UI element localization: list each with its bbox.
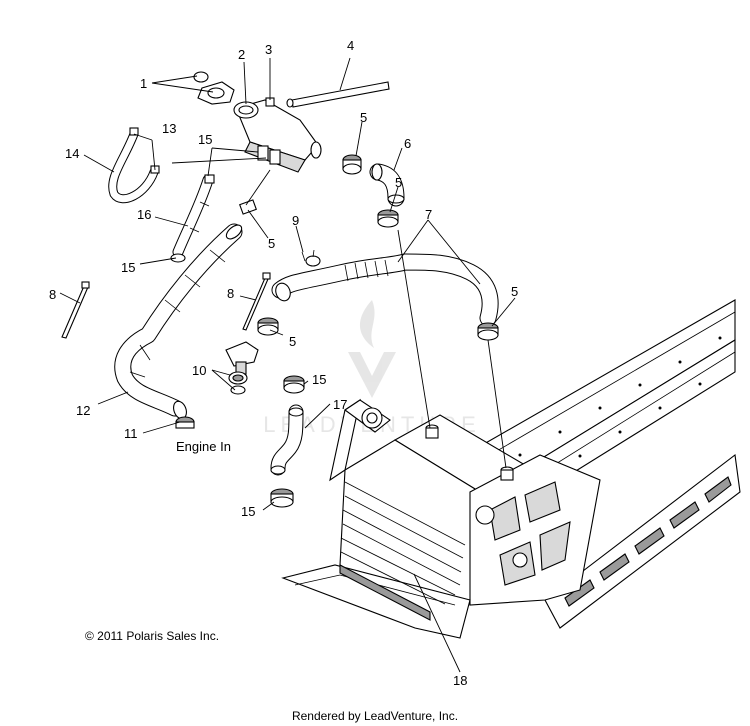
- thermostat-cover: [197, 81, 235, 105]
- clamp-5b: [377, 209, 399, 228]
- rendered-by-text: Rendered by LeadVenture, Inc.: [292, 709, 458, 723]
- callout-5-a: 5: [360, 110, 367, 125]
- tie-strap-a: [61, 281, 90, 339]
- upper-hose-assembly: [271, 253, 499, 327]
- radiator-fins: [340, 481, 466, 605]
- clamp-9: [301, 249, 321, 267]
- callout-8-a: 8: [49, 287, 56, 302]
- o-ring: [193, 71, 209, 83]
- clamp-15d: [270, 488, 294, 508]
- clamp-11: [175, 416, 195, 429]
- temp-sensor-fitting: [225, 341, 259, 395]
- callout-16: 16: [137, 207, 151, 222]
- callout-5-d: 5: [511, 284, 518, 299]
- callout-4: 4: [347, 38, 354, 53]
- callout-13: 13: [162, 121, 176, 136]
- callout-5-b: 5: [395, 175, 402, 190]
- engine-in-label: Engine In: [176, 439, 231, 454]
- callout-15-a: 15: [198, 132, 212, 147]
- leader-lines: [59, 57, 516, 673]
- callout-14: 14: [65, 146, 79, 161]
- clamp-5a: [342, 154, 362, 175]
- rail-slots: [564, 476, 732, 607]
- bleed-tube: [286, 81, 390, 108]
- bent-hose: [108, 127, 160, 204]
- callout-5-e: 5: [289, 334, 296, 349]
- engine-in-hose: [114, 223, 243, 420]
- callout-6: 6: [404, 136, 411, 151]
- frame-cutouts: [475, 481, 571, 586]
- s-hose: [270, 404, 304, 476]
- callout-2: 2: [238, 47, 245, 62]
- clamp-15c: [283, 375, 305, 394]
- callout-3: 3: [265, 42, 272, 57]
- callout-7: 7: [425, 207, 432, 222]
- callout-1: 1: [140, 76, 147, 91]
- copyright-text: © 2011 Polaris Sales Inc.: [85, 629, 219, 643]
- clamp-15b: [170, 253, 186, 263]
- callout-18: 18: [453, 673, 467, 688]
- callout-11: 11: [124, 426, 138, 441]
- callouts: 1 2 3 4 5 6 5 7 13 15 14 16 5 9 15 5 8 8…: [49, 38, 518, 688]
- callout-5-c: 5: [268, 236, 275, 251]
- clamp-5d: [257, 317, 279, 336]
- callout-17: 17: [333, 397, 347, 412]
- callout-10: 10: [192, 363, 206, 378]
- leadventure-watermark-logo: [348, 300, 396, 398]
- clamp-5e: [477, 322, 499, 341]
- chassis-bulkhead: [281, 299, 741, 639]
- callout-15-c: 15: [312, 372, 326, 387]
- tie-strap-b: [242, 272, 271, 331]
- thermostat-housing: [233, 97, 322, 173]
- callout-8-b: 8: [227, 286, 234, 301]
- callout-15-d: 15: [241, 504, 255, 519]
- callout-9: 9: [292, 213, 299, 228]
- callout-12: 12: [76, 403, 90, 418]
- callout-15-b: 15: [121, 260, 135, 275]
- deck-fittings: [425, 424, 514, 481]
- clamp-15a: [204, 174, 215, 184]
- small-hose: [172, 174, 214, 258]
